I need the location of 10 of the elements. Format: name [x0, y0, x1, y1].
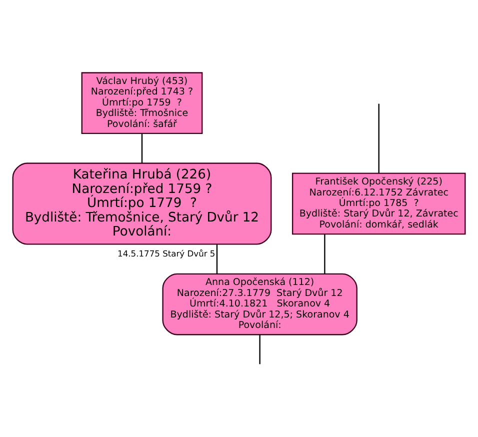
node-box: Anna Opočenská (112) Narození:27.3.1779 Starý Dvůr 12 Úmrtí:4.10.1821 Skoranov 4 Bydliště: Starý Dvůr 12,5; Skoranov 4 Povolání:	[162, 272, 358, 335]
connector	[216, 244, 218, 274]
connector	[324, 234, 326, 274]
node-box: Kateřina Hrubá (226) Narození:před 1759 ? Úmrtí:po 1779 ? Bydliště: Třemošnice, Starý Dvůr 12 Povolání:	[12, 162, 272, 244]
connector	[141, 133, 143, 163]
node-box: František Opočenský (225) Narození:6.12.1752 Závratec Úmrtí:po 1785 ? Bydliště: Starý Dvůr 12, Závratec Povolání: domkář, sedlák	[292, 172, 466, 234]
edge-label: 14.5.1775 Starý Dvůr 5	[118, 248, 216, 258]
connector	[378, 103, 380, 173]
connector	[259, 334, 260, 364]
node-box: Václav Hrubý (453) Narození:před 1743 ? Úmrtí:po 1759 ? Bydliště: Třmošnice Povolání: šafář	[81, 72, 203, 134]
